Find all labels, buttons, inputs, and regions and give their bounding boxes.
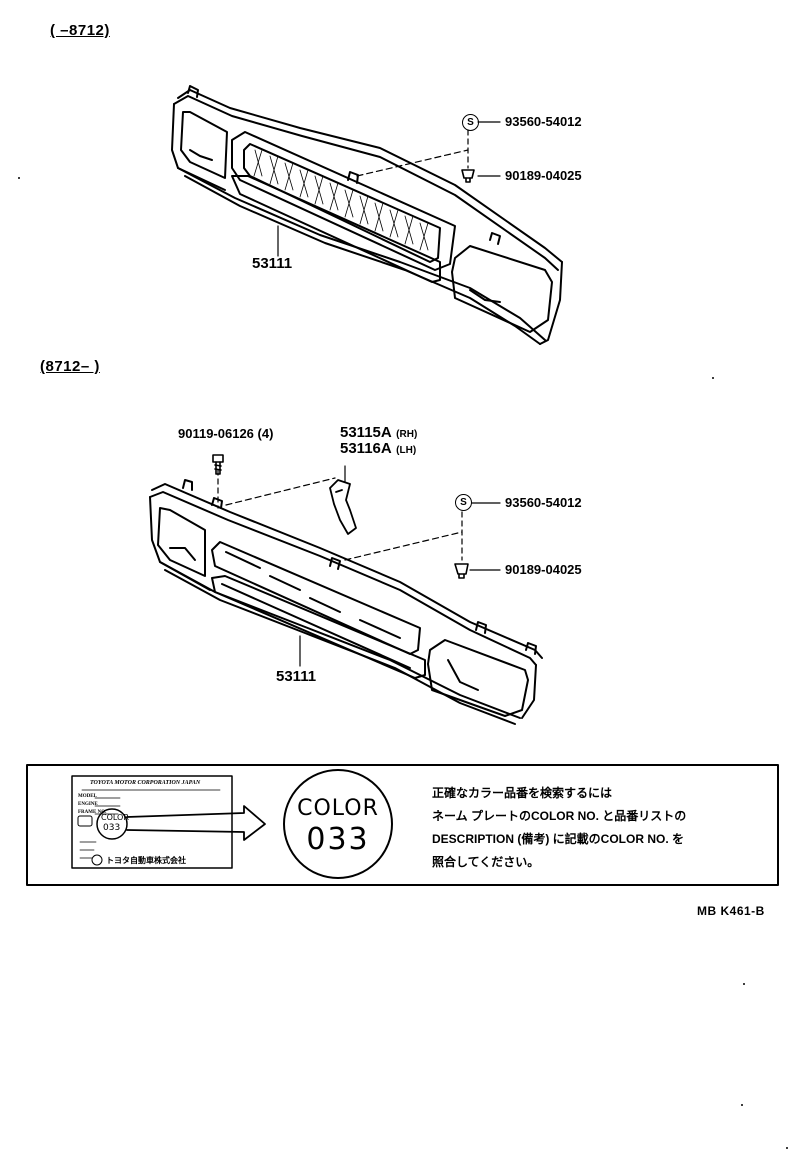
part-number-90189-upper: 90189-04025 — [505, 168, 582, 183]
bracket-rh-label: 53115A (RH) — [340, 424, 417, 442]
section-header-late: (8712– ) — [40, 358, 100, 375]
plate-color-code: 033 — [103, 823, 121, 833]
big-color-code: 033 — [306, 822, 370, 857]
plate-frame: FRAME NO. — [78, 810, 107, 815]
note-box-frame — [26, 764, 779, 886]
big-color-label: COLOR — [297, 796, 379, 821]
s-badge-icon-upper: S — [462, 114, 479, 131]
leader-lines-upper — [277, 121, 501, 257]
nut-icon-lower — [454, 563, 469, 579]
bolt-icon — [212, 454, 224, 475]
grille-upper-mesh — [253, 149, 429, 251]
name-plate — [71, 775, 233, 869]
part-number-93560-upper: 93560-54012 — [505, 114, 582, 129]
arrow-icon — [126, 805, 266, 841]
plate-color-label: COLOR — [101, 813, 129, 822]
grille-part-number-lower: 53111 — [276, 668, 317, 685]
plate-maker: トヨタ自動車株式会社 — [106, 856, 186, 865]
section-header-early: ( –8712) — [50, 22, 110, 39]
big-color-circle — [283, 769, 393, 879]
grille-lower-drawing — [149, 479, 543, 725]
note-line-2: ネーム プレートのCOLOR NO. と品番リストの — [432, 809, 687, 823]
bracket-rh-part-number: 53115A — [340, 424, 392, 441]
bracket-rh-side: (RH) — [396, 429, 418, 440]
scan-specks — [18, 177, 788, 1149]
plate-model: MODEL — [78, 794, 97, 799]
bracket-lh-label: 53116A (LH) — [340, 440, 416, 458]
grille-upper-drawing — [171, 85, 563, 345]
plate-company: TOYOTA MOTOR CORPORATION JAPAN — [90, 780, 201, 786]
nut-icon-upper — [461, 169, 475, 183]
bolt-part-number: 90119-06126 (4) — [178, 426, 274, 441]
note-text: 正確なカラー品番を検索するには ネーム プレートのCOLOR NO. と品番リス… — [432, 782, 686, 874]
grille-part-number-upper: 53111 — [252, 255, 293, 272]
note-line-1: 正確なカラー品番を検索するには — [432, 786, 613, 800]
s-badge-icon-lower: S — [455, 494, 472, 511]
bracket-lh-side: (LH) — [396, 445, 417, 456]
bracket-lh-part-number: 53116A — [340, 440, 392, 457]
leader-lines-lower — [217, 465, 501, 667]
part-number-90189-lower: 90189-04025 — [505, 562, 582, 577]
note-line-4: 照合してください。 — [432, 855, 540, 869]
part-number-93560-lower: 93560-54012 — [505, 495, 582, 510]
bracket-drawing — [329, 479, 357, 535]
diagram-code: MB K461-B — [697, 904, 765, 918]
plate-color-circle — [96, 808, 128, 840]
plate-engine: ENGINE — [78, 802, 98, 807]
note-line-3: DESCRIPTION (備考) に記載のCOLOR NO. を — [432, 832, 685, 846]
